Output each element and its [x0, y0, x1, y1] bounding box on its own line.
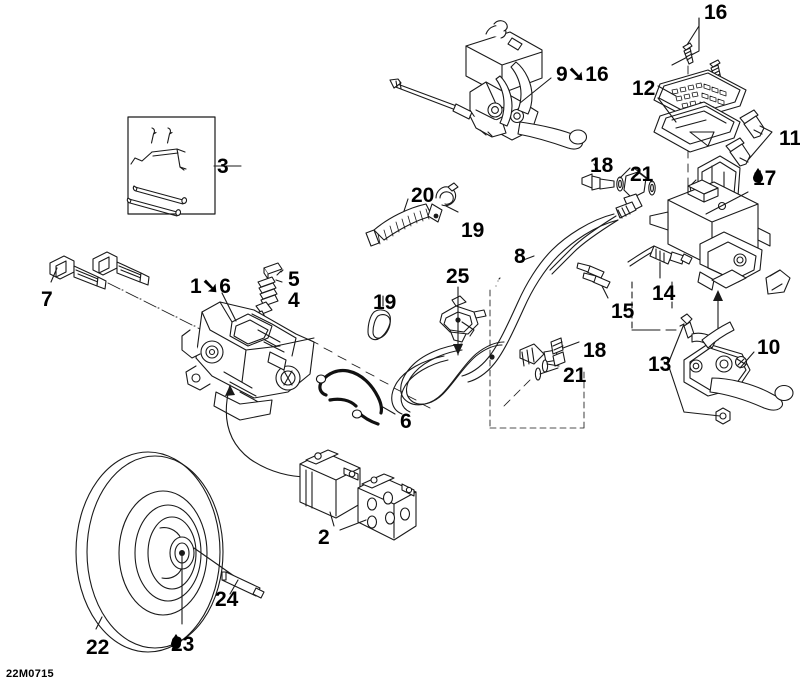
callout-2: 2 [318, 526, 330, 549]
item-24-retaining-pin [221, 571, 265, 599]
callout-21-lower: 21 [563, 364, 587, 387]
item-11-screws [725, 109, 773, 167]
item-22-brake-disc [75, 451, 235, 653]
callout-25: 25 [446, 265, 470, 288]
callout-14: 14 [652, 282, 676, 305]
item-14-15-switch-terminals [549, 215, 693, 331]
item-7-caliper-bolts [49, 251, 223, 341]
callout-18-upper: 18 [590, 154, 614, 177]
item-20-protective-sleeve [365, 198, 443, 247]
callout-11: 11 [779, 127, 800, 150]
callout-6: 6 [400, 410, 412, 433]
callout-10: 10 [757, 336, 781, 359]
callout-22: 22 [86, 636, 110, 659]
item-6-crossover-hose [315, 368, 396, 426]
item-18-21-banjo-upper [581, 163, 656, 219]
item-19-hose-clamp-upper [435, 182, 459, 213]
item-17-brake-fluid-master-cylinder [649, 179, 791, 341]
callout-19-upper: 19 [461, 219, 485, 242]
item-1-6-brake-caliper [181, 292, 431, 478]
item-9-16-master-cylinder [389, 20, 588, 150]
item-19-hose-clamp-lower [367, 295, 391, 341]
callout-23: 23 [170, 634, 194, 655]
item-18-21-banjo-lower [489, 277, 585, 429]
callout-17: 17 [752, 168, 776, 189]
callout-20: 20 [411, 184, 435, 207]
callout-5: 5 [288, 268, 300, 291]
callout-3: 3 [217, 155, 229, 178]
item-25-hose-holder [439, 286, 487, 356]
callout-9-to-16: 9➘16 [556, 63, 609, 86]
callout-1-to-6: 1➘6 [190, 275, 231, 298]
callout-19-lower: 19 [373, 291, 397, 314]
callout-4: 4 [288, 289, 300, 312]
callout-21-upper: 21 [630, 163, 654, 186]
callout-16: 16 [704, 1, 728, 24]
item-3-pin-kit-box [126, 116, 242, 217]
callout-15: 15 [611, 300, 635, 323]
callout-7: 7 [41, 288, 53, 311]
callout-18-lower: 18 [583, 339, 607, 362]
item-2-brake-pads [299, 449, 417, 541]
callout-13: 13 [648, 353, 672, 376]
callout-8: 8 [514, 245, 526, 268]
item-12-reservoir-cover [653, 69, 747, 153]
callout-12: 12 [632, 77, 656, 100]
callout-24: 24 [215, 588, 239, 611]
item-8-brake-hose [391, 213, 619, 415]
item-13-10-brake-lever-assembly [663, 313, 794, 425]
drawing-number: 22M0715 [6, 668, 54, 680]
